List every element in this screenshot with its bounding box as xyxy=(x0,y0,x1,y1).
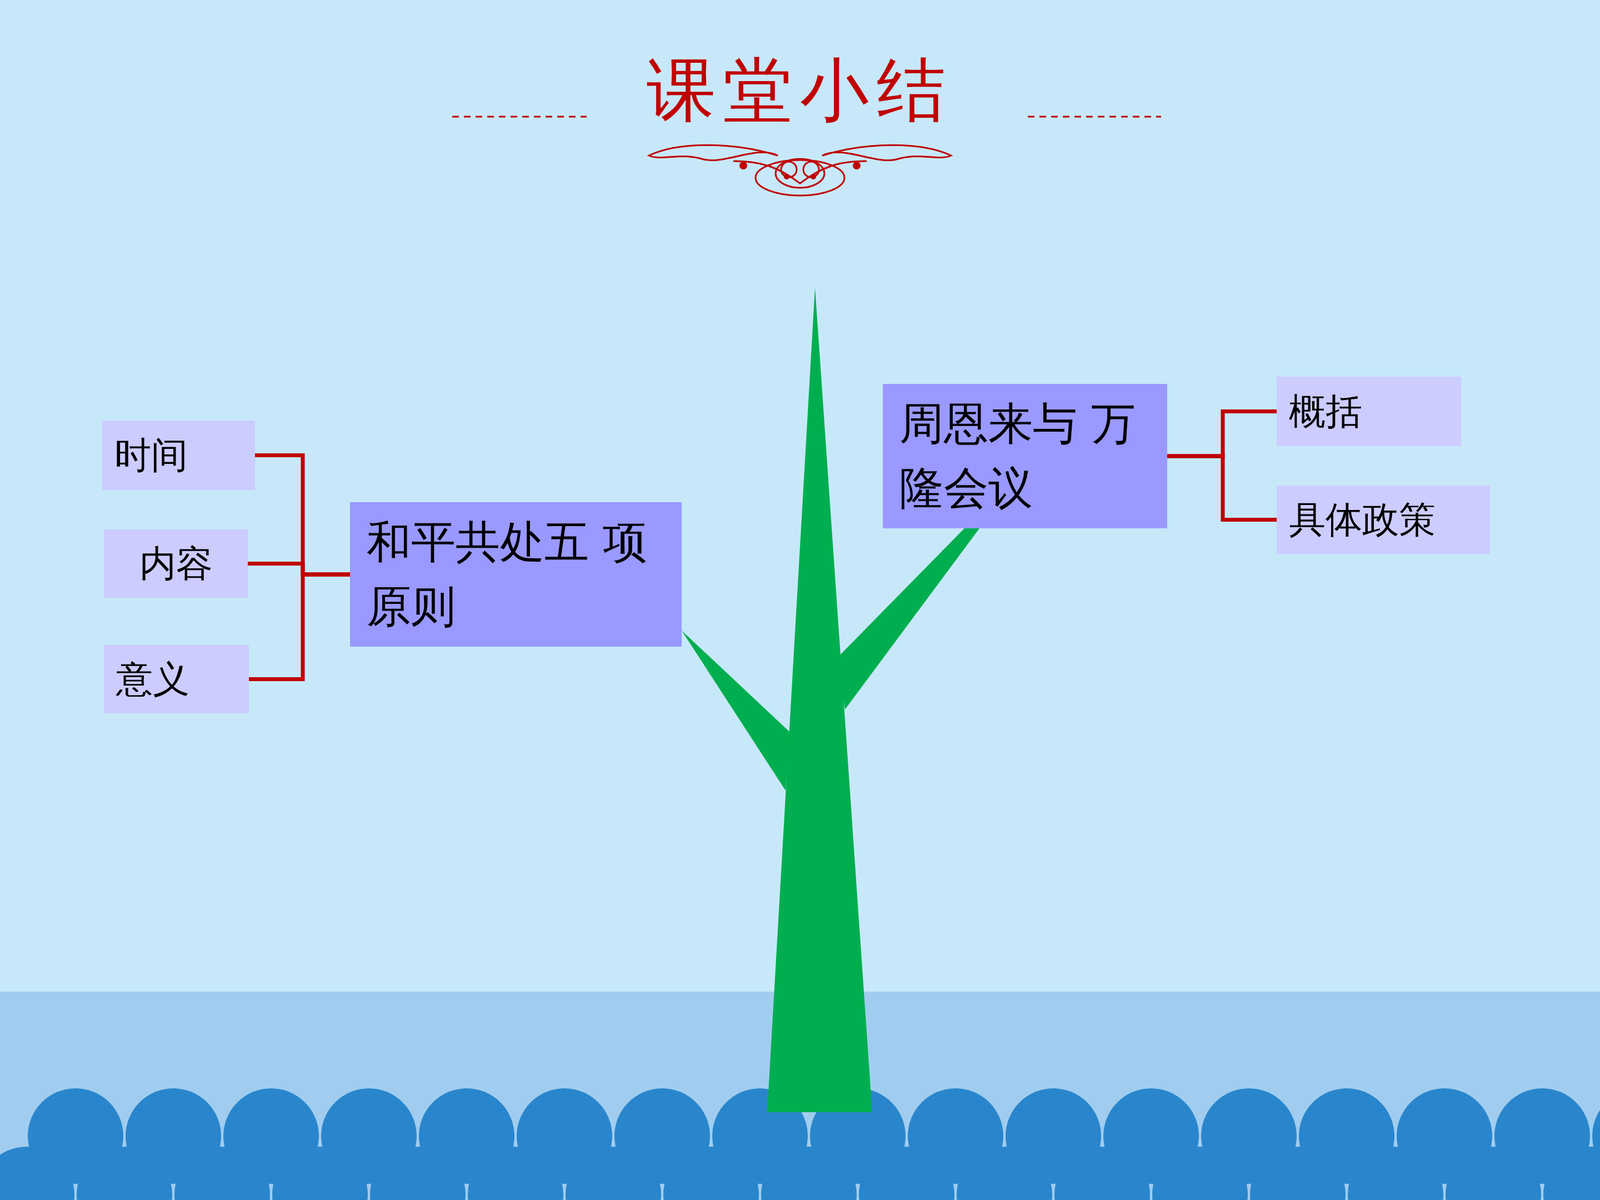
subtopic-box: 意义 xyxy=(103,645,249,714)
wave xyxy=(663,1146,759,1200)
title-decoration-dots xyxy=(739,161,861,180)
wave-row xyxy=(0,1146,1600,1200)
wave xyxy=(565,1146,662,1200)
bracket-connector xyxy=(1167,411,1277,457)
bracket-connector xyxy=(1167,456,1277,520)
wave xyxy=(1250,1146,1346,1200)
node-label: 和平共处五 项原则 xyxy=(366,510,665,639)
wave xyxy=(0,1146,75,1200)
main-topic-box: 和平共处五 项原则 xyxy=(350,502,682,647)
wave xyxy=(761,1146,857,1200)
node-label: 时间 xyxy=(114,428,243,483)
wave xyxy=(174,1146,270,1200)
wave xyxy=(272,1146,368,1200)
main-topic-box: 周恩来与 万隆会议 xyxy=(882,383,1168,529)
wave xyxy=(956,1146,1053,1200)
wave xyxy=(1543,1146,1600,1200)
wave xyxy=(1445,1146,1542,1200)
subtopic-box: 具体政策 xyxy=(1276,485,1490,554)
wave xyxy=(76,1146,173,1200)
subtopic-box: 时间 xyxy=(102,420,255,490)
wave xyxy=(858,1146,955,1200)
wave xyxy=(1152,1146,1248,1200)
subtopic-box: 内容 xyxy=(103,529,248,598)
bracket-connector xyxy=(255,455,350,575)
wave xyxy=(467,1146,564,1200)
node-label: 具体政策 xyxy=(1288,493,1478,547)
node-label: 概括 xyxy=(1288,385,1449,439)
wave xyxy=(1347,1146,1444,1200)
node-label: 内容 xyxy=(116,537,236,591)
wave xyxy=(370,1146,466,1200)
title-text: 课堂小结 xyxy=(646,50,954,130)
wave xyxy=(1054,1146,1150,1200)
bracket-connector xyxy=(248,574,350,680)
node-label: 周恩来与 万隆会议 xyxy=(899,391,1151,521)
node-label: 意义 xyxy=(116,652,237,707)
subtopic-box: 概括 xyxy=(1276,376,1462,447)
slide-title: 课堂小结 xyxy=(0,48,1600,132)
